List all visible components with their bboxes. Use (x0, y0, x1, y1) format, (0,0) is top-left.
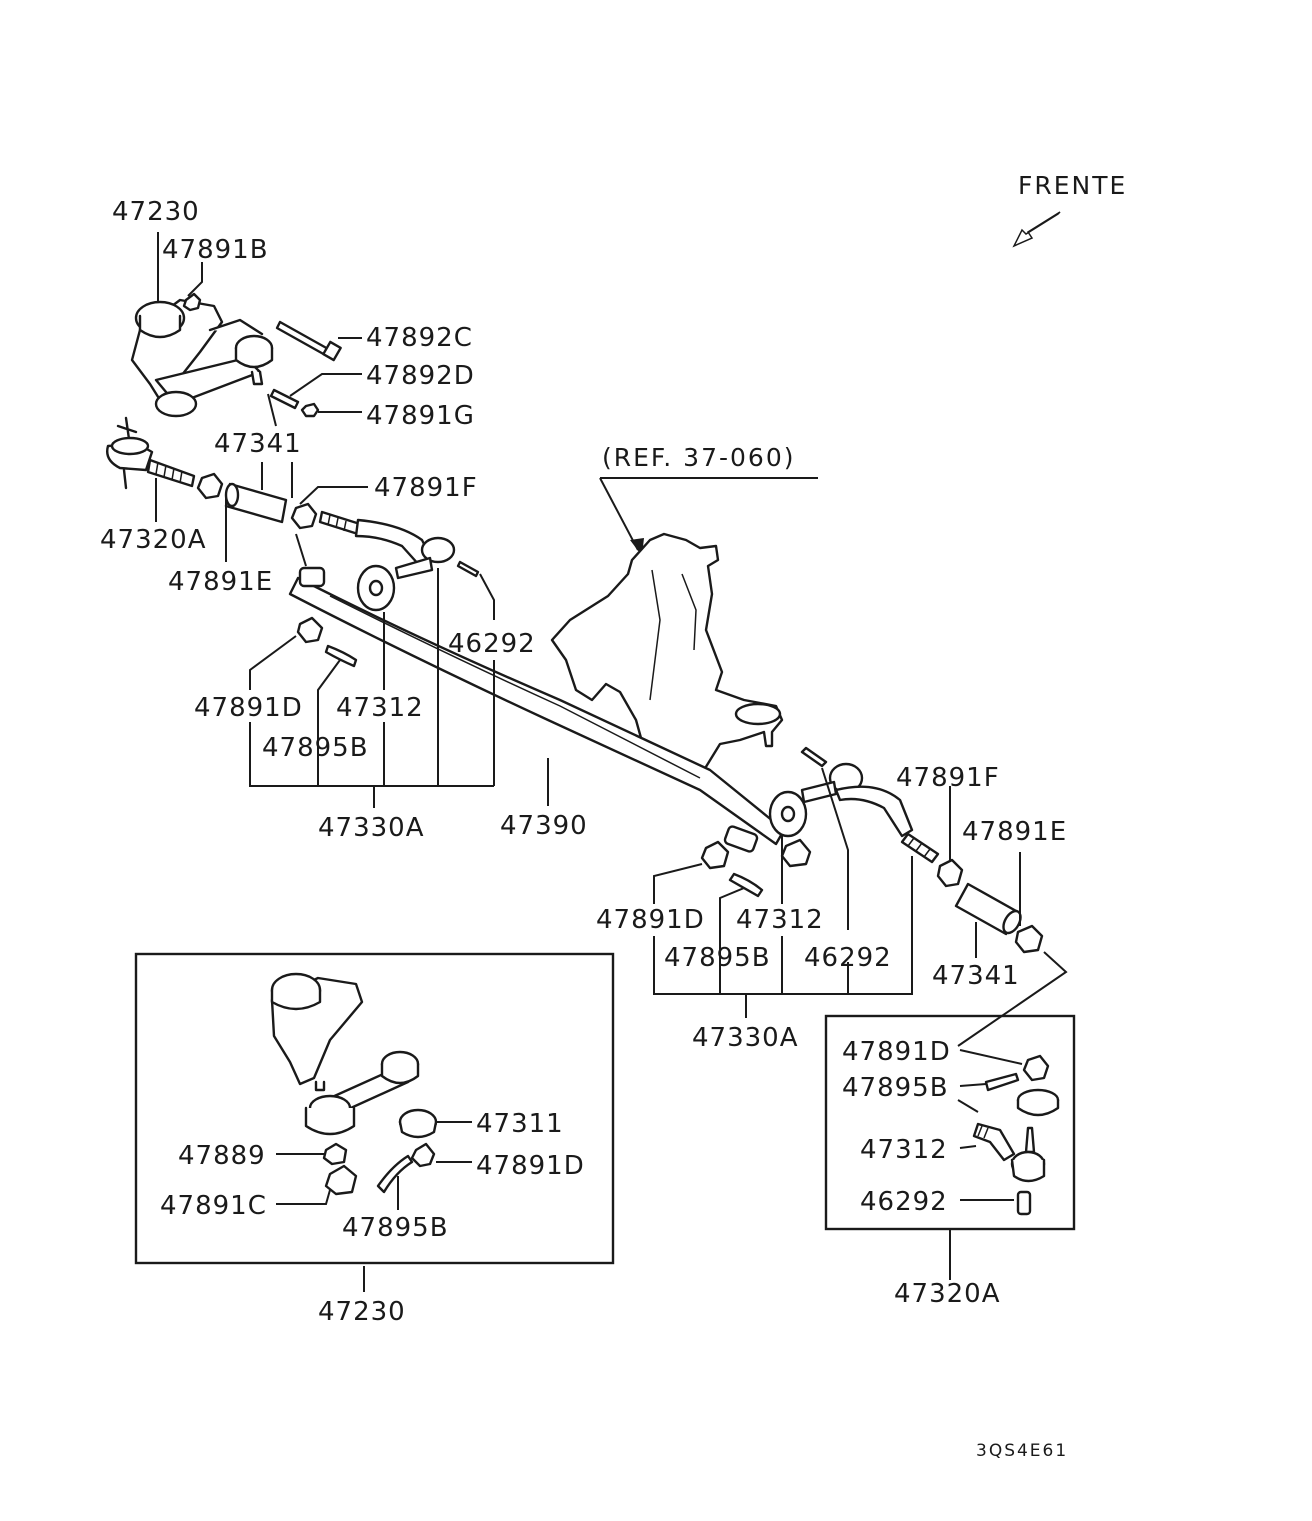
idler-arm-detail-box (134, 952, 615, 1265)
washer-47312-mid (768, 790, 808, 838)
washer-47312-box (1016, 1088, 1060, 1117)
nut-47891C (324, 1164, 358, 1196)
label-46292-left: 46292 (448, 629, 536, 659)
grease-fitting-46292-left (456, 560, 480, 578)
label-47891D-box: 47891D (842, 1037, 951, 1067)
label-47320A-left: 47320A (100, 525, 207, 555)
bolt-47892C (275, 320, 342, 362)
label-47320A-right: 47320A (894, 1279, 1001, 1309)
front-arrow-icon (1012, 211, 1061, 248)
label-47891D-mid: 47891D (596, 905, 705, 935)
label-47312-box: 47312 (860, 1135, 948, 1165)
grease-fitting-46292-box (1016, 1190, 1032, 1216)
label-47230-top: 47230 (112, 197, 200, 227)
label-47895B-inset: 47895B (342, 1213, 449, 1243)
nut-47891D-inset (410, 1142, 436, 1168)
bracket-left (298, 566, 326, 588)
label-47341-right: 47341 (932, 961, 1020, 991)
bracket-right (723, 825, 759, 853)
nut-47891B (182, 292, 202, 312)
idler-arm-inset (270, 972, 420, 1136)
label-47891D-left: 47891D (194, 693, 303, 723)
nut-47891D-box (1022, 1054, 1050, 1082)
label-47891E-right: 47891E (962, 817, 1067, 847)
nut-47891F-left (290, 502, 318, 530)
diagram-code: 3QS4E61 (976, 1441, 1068, 1461)
nut-47891F-right (936, 858, 964, 888)
cotter-pin-47895B-inset (376, 1154, 414, 1194)
nut-47891G (300, 402, 320, 418)
tie-rod-end-box (972, 1122, 1046, 1183)
label-47891F-right: 47891F (896, 763, 1000, 793)
label-47891C: 47891C (160, 1191, 267, 1221)
nut-47891E-right (1014, 924, 1044, 954)
grease-fitting-46292-mid (800, 746, 828, 768)
cotter-pin-47895B-mid (728, 872, 764, 898)
label-47892D: 47892D (366, 361, 475, 391)
nut-47891E-left (196, 472, 224, 500)
adjusting-tube-47341-right (954, 882, 1022, 936)
label-47895B-mid: 47895B (664, 943, 771, 973)
label-47330A-right: 47330A (692, 1023, 799, 1053)
label-47895B-left: 47895B (262, 733, 369, 763)
tie-rod-end-left-outer (106, 416, 196, 490)
label-46292-mid: 46292 (804, 943, 892, 973)
label-47891G: 47891G (366, 401, 475, 431)
label-47891D-inset: 47891D (476, 1151, 585, 1181)
bushing-47311 (398, 1108, 438, 1139)
nut-47891D-left (296, 616, 324, 644)
label-47312-mid: 47312 (736, 905, 824, 935)
label-47341-left: 47341 (214, 429, 302, 459)
steering-gear-box (550, 532, 784, 780)
idler-arm-assembly (130, 298, 274, 418)
tie-rod-end-left-inner (318, 510, 456, 580)
washer-47889 (322, 1142, 348, 1166)
adjusting-tube-47341-left (224, 482, 288, 524)
washer-47312-left (356, 564, 396, 612)
tie-rod-end-detail-box (824, 1014, 1076, 1231)
cotter-pin-47895B-left (324, 644, 358, 668)
reference-label: (REF. 37-060) (602, 443, 795, 472)
nut-right-bracket (780, 838, 812, 868)
label-47390: 47390 (500, 811, 588, 841)
label-47230-bottom: 47230 (318, 1297, 406, 1327)
relay-rod-47390 (288, 576, 786, 846)
cotter-pin-47895B-box (984, 1072, 1020, 1092)
label-47892C: 47892C (366, 323, 473, 353)
nut-47891D-mid (700, 840, 730, 870)
label-47311: 47311 (476, 1109, 564, 1139)
label-46292-box: 46292 (860, 1187, 948, 1217)
bolt-47892D (269, 388, 300, 410)
label-47891E-left: 47891E (168, 567, 273, 597)
label-47889: 47889 (178, 1141, 266, 1171)
label-47891B: 47891B (162, 235, 269, 265)
label-47312-left: 47312 (336, 693, 424, 723)
label-47895B-box: 47895B (842, 1073, 949, 1103)
label-47891F-left: 47891F (374, 473, 478, 503)
label-47330A-left: 47330A (318, 813, 425, 843)
front-direction-label: FRENTE (1018, 171, 1127, 200)
